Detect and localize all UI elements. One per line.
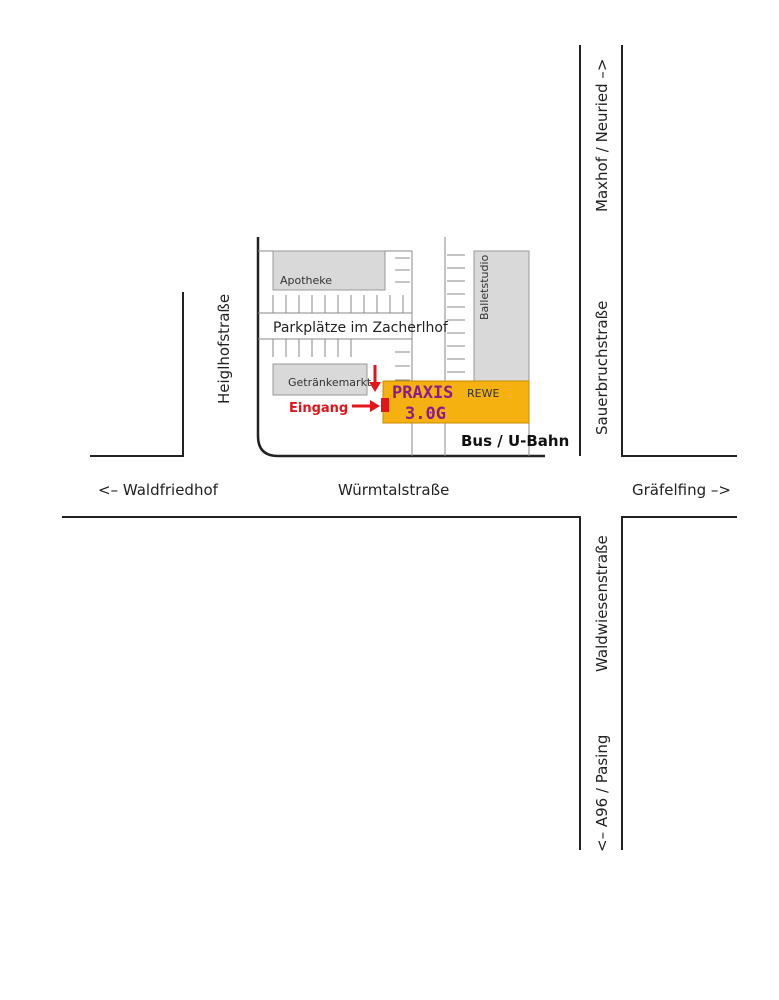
heiglhof-label: Heiglhofstraße [215, 294, 233, 404]
waldfriedhof-direction: <– Waldfriedhof [98, 481, 219, 499]
entrance-arrows [352, 365, 381, 412]
praxis-label-line1: PRAXIS [392, 383, 453, 403]
praxis-label-line2: 3.0G [405, 404, 446, 424]
rewe-label: REWE [467, 387, 499, 400]
entrance-label: Eingang [289, 401, 348, 416]
heiglhof-road-edge [90, 292, 184, 457]
block-outline [256, 237, 545, 458]
parking-label: Parkplätze im Zacherlhof [273, 320, 449, 336]
pasing-direction: <– A96 / Pasing [593, 735, 611, 852]
maxhof-direction: Maxhof / Neuried –> [593, 59, 611, 212]
waldwiesen-label: Waldwiesenstraße [593, 535, 611, 672]
getraenkemarkt-label: Getränkemarkt [288, 376, 372, 389]
transit-label: Bus / U-Bahn [461, 432, 569, 450]
getraenkemarkt-building [272, 363, 368, 396]
wuermtal-south-edge-right [621, 516, 737, 850]
sauerbruch-east-edge [621, 45, 737, 457]
apotheke-building [272, 250, 386, 291]
wuermtal-label: Würmtalstraße [338, 481, 449, 499]
balletstudio-label: Balletstudio [478, 254, 491, 320]
sauerbruch-label: Sauerbruchstraße [593, 301, 611, 435]
entrance-marker [381, 398, 389, 412]
praxis-building [382, 380, 530, 424]
wuermtal-south-edge-left [62, 516, 581, 850]
apotheke-label: Apotheke [280, 274, 332, 287]
road-lines [62, 45, 737, 850]
graefelfing-direction: Gräfelfing –> [632, 481, 731, 499]
balletstudio-building [473, 250, 530, 382]
